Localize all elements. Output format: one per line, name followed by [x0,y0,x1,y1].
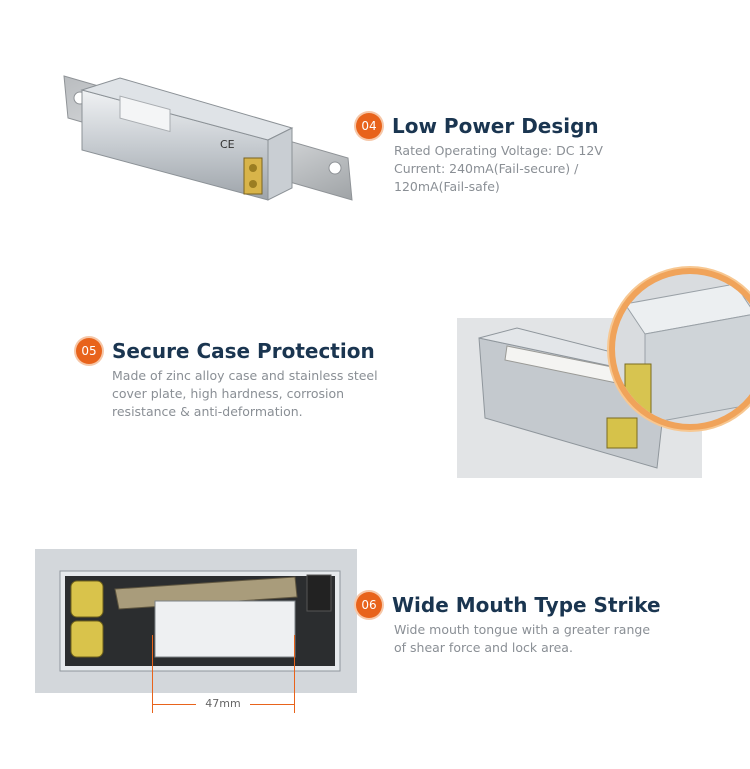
feature-number-badge: 05 [76,338,102,364]
dimension-label: 47mm [205,697,241,710]
dimension-line-right [294,635,295,713]
feature-line: Made of zinc alloy case and stainless st… [112,368,378,383]
feature-line: 120mA(Fail-safe) [394,179,500,194]
feature-description: Made of zinc alloy case and stainless st… [112,367,378,421]
feature-line: cover plate, high hardness, corrosion [112,386,345,401]
lock-faceplate-photo: CE [60,70,360,220]
dimension-line-left [152,635,153,713]
feature-line: Current: 240mA(Fail-secure) / [394,161,579,176]
feature-line: resistance & anti-deformation. [112,404,303,419]
dimension-bar-right [250,704,294,705]
feature-description: Rated Operating Voltage: DC 12V Current:… [394,142,603,196]
dimension-bar-left [152,704,196,705]
feature-description: Wide mouth tongue with a greater range o… [394,621,650,657]
feature-line: Rated Operating Voltage: DC 12V [394,143,603,158]
magnifier-detail [609,268,750,430]
wide-mouth-strike-photo [35,549,357,693]
feature-secure-case: 05 Secure Case Protection Made of zinc a… [76,337,396,427]
feature-title: Secure Case Protection [112,339,375,363]
feature-number-badge: 04 [356,113,382,139]
feature-line: Wide mouth tongue with a greater range [394,622,651,637]
feature-wide-mouth: 06 Wide Mouth Type Strike Wide mouth ton… [356,591,746,671]
feature-title: Low Power Design [392,114,599,138]
feature-number-badge: 06 [356,592,382,618]
feature-low-power: 04 Low Power Design Rated Operating Volt… [356,112,746,202]
feature-title: Wide Mouth Type Strike [392,593,661,617]
feature-line: of shear force and lock area. [394,640,573,655]
ce-mark: CE [220,138,235,151]
